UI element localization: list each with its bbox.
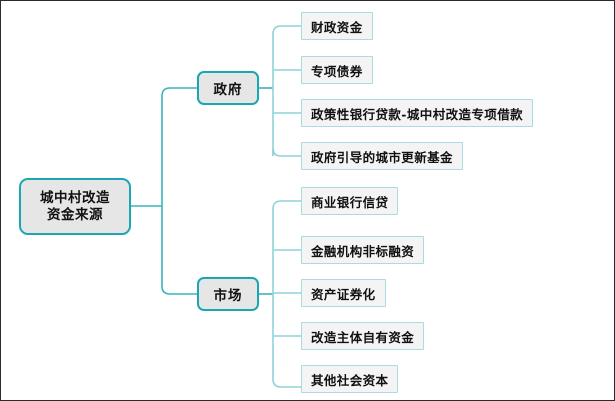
root-label-line1: 城中村改造 <box>40 189 110 206</box>
connector-market-leaf-5 <box>272 378 301 388</box>
leaf-label: 政策性银行贷款-城中村改造专项借款 <box>311 106 523 122</box>
connector-government-leaf-4 <box>272 147 301 157</box>
leaf-label: 财政资金 <box>311 19 363 35</box>
leaf-node-government-3[interactable]: 政策性银行贷款-城中村改造专项借款 <box>301 99 533 127</box>
root-node[interactable]: 城中村改造 资金来源 <box>19 178 131 235</box>
leaf-node-government-4[interactable]: 政府引导的城市更新基金 <box>301 142 463 170</box>
leaf-node-market-5[interactable]: 其他社会资本 <box>301 365 399 393</box>
leaf-node-market-2[interactable]: 金融机构非标融资 <box>301 236 425 264</box>
leaf-label: 其他社会资本 <box>311 372 389 388</box>
leaf-node-government-1[interactable]: 财政资金 <box>301 12 373 40</box>
connector-market-leaf-1 <box>272 200 301 210</box>
connector-government-leaf-1 <box>272 25 301 35</box>
branch-label-government: 政府 <box>213 82 243 98</box>
leaf-label: 商业银行信贷 <box>311 194 389 210</box>
branch-node-market[interactable]: 市场 <box>197 277 259 311</box>
leaf-label: 政府引导的城市更新基金 <box>311 149 453 165</box>
root-label-line2: 资金来源 <box>47 206 103 223</box>
connector-root-to-market <box>161 206 197 295</box>
connector-root-to-government <box>161 87 197 206</box>
branch-node-government[interactable]: 政府 <box>197 71 259 105</box>
leaf-node-market-4[interactable]: 改造主体自有资金 <box>301 322 425 350</box>
leaf-node-government-2[interactable]: 专项债券 <box>301 56 373 84</box>
leaf-node-market-3[interactable]: 资产证券化 <box>301 279 386 307</box>
leaf-node-market-1[interactable]: 商业银行信贷 <box>301 187 399 215</box>
leaf-label: 改造主体自有资金 <box>311 329 415 345</box>
leaf-label: 专项债券 <box>311 63 363 79</box>
branch-label-market: 市场 <box>213 288 243 304</box>
leaf-label: 资产证券化 <box>311 286 376 302</box>
leaf-label: 金融机构非标融资 <box>311 243 415 259</box>
